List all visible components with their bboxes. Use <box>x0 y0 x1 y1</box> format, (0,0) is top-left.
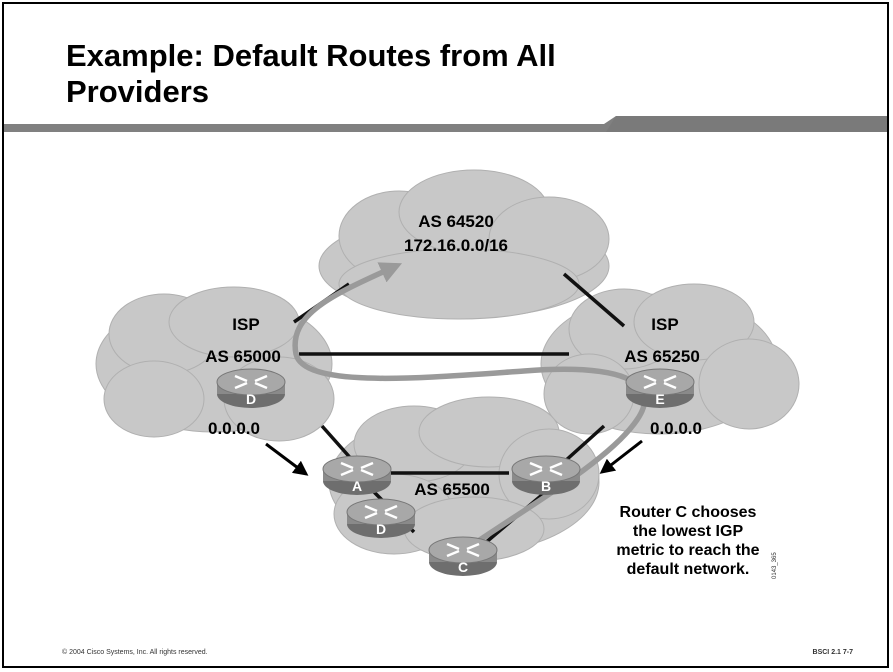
cloud-bottom-line1: AS 65500 <box>414 480 490 499</box>
router-a-label: A <box>352 478 362 494</box>
cloud-right-line1: ISP <box>651 315 678 334</box>
traffic-path <box>292 262 648 555</box>
cloud-left-line2: AS 65000 <box>205 347 281 366</box>
cisco-brand: Cisco.com <box>764 134 825 148</box>
figure-id: 0143_365 <box>772 552 778 579</box>
course-page-footer: BSCI 2.1 7-7 <box>812 649 853 656</box>
annotation-line-3: metric to reach the <box>616 542 759 559</box>
annotation-line-2: the lowest IGP <box>633 523 744 540</box>
router-b: B <box>510 454 582 497</box>
copyright-footer: © 2004 Cisco Systems, Inc. All rights re… <box>62 649 208 656</box>
annotation-line-4: default network. <box>627 561 750 578</box>
router-c-label: C <box>458 559 468 575</box>
router-d-isp-label: D <box>246 391 256 407</box>
title-bar <box>4 116 887 132</box>
annotation: Router C chooses the lowest IGP metric t… <box>616 504 759 578</box>
annotation-line-1: Router C chooses <box>620 504 757 521</box>
cloud-top-line2: 172.16.0.0/16 <box>404 236 508 255</box>
router-d: D <box>345 497 417 540</box>
router-e-label: E <box>655 391 664 407</box>
network-diagram: D E A B D C AS 64520 172.16.0.0/16 ISP A… <box>95 169 800 579</box>
router-d-isp: D <box>215 367 287 410</box>
cloud-top-line1: AS 64520 <box>418 212 494 231</box>
router-e: E <box>624 367 696 410</box>
default-route-left-label: 0.0.0.0 <box>208 419 260 438</box>
router-d-label: D <box>376 521 386 537</box>
default-route-right-label: 0.0.0.0 <box>650 419 702 438</box>
router-b-label: B <box>541 478 551 494</box>
router-c: C <box>427 535 499 578</box>
cloud-left-line1: ISP <box>232 315 259 334</box>
router-a: A <box>321 454 393 497</box>
slide-title: Example: Default Routes from All Provide… <box>66 38 556 109</box>
default-route-arrows <box>265 439 643 476</box>
cloud-right-line2: AS 65250 <box>624 347 700 366</box>
cloud-isp-right <box>540 283 800 435</box>
